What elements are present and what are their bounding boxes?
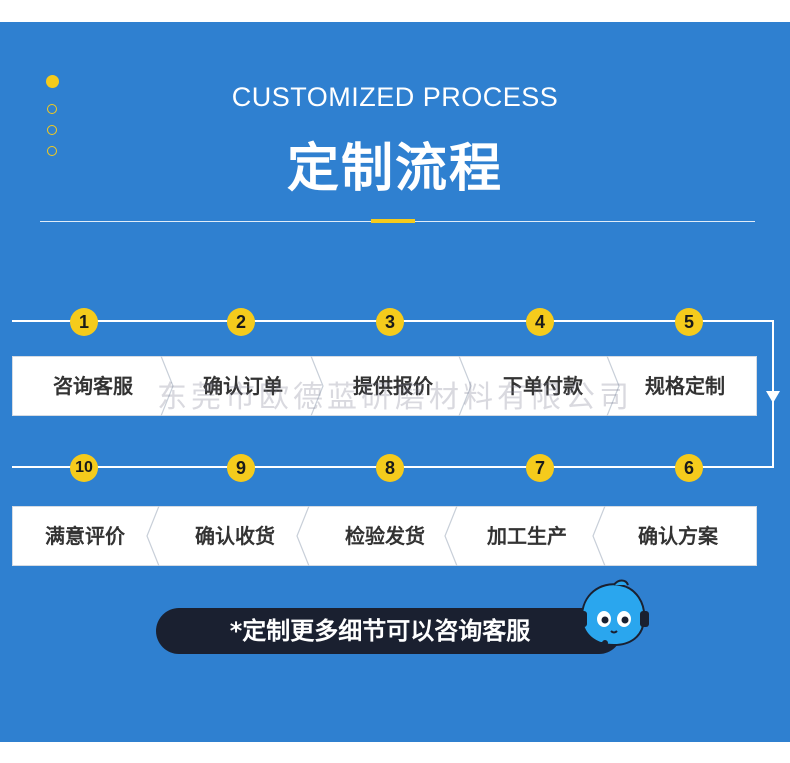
process-panel: CUSTOMIZED PROCESS 定制流程 1 2 3 4 5 咨询客服 确… xyxy=(0,22,790,742)
step-label: 提供报价 xyxy=(353,374,433,398)
dot-outline-icon xyxy=(47,146,57,156)
step-label: 确认收货 xyxy=(195,524,275,548)
step-number-badge: 4 xyxy=(526,308,554,336)
step-number-badge: 2 xyxy=(227,308,255,336)
step-number-badge: 7 xyxy=(526,454,554,482)
english-title: CUSTOMIZED PROCESS xyxy=(231,82,559,112)
consult-banner-text: *定制更多细节可以咨询客服 xyxy=(229,617,531,645)
step-number-badge: 5 xyxy=(675,308,703,336)
step-label: 规格定制 xyxy=(645,374,725,398)
customer-service-mascot-icon[interactable] xyxy=(574,577,654,655)
chevron-right-icon xyxy=(310,356,324,416)
step-label: 满意评价 xyxy=(45,524,125,548)
step-number-badge: 6 xyxy=(675,454,703,482)
row2-box xyxy=(12,506,757,566)
step-label: 确认方案 xyxy=(638,524,718,548)
chevron-right-icon xyxy=(458,356,472,416)
arrow-down-icon xyxy=(766,391,780,403)
step-label: 检验发货 xyxy=(345,524,425,548)
chevron-left-icon xyxy=(296,506,310,566)
step-label: 下单付款 xyxy=(503,374,583,398)
step-number-badge: 8 xyxy=(376,454,404,482)
title-divider-accent xyxy=(371,219,415,223)
step-number-badge: 9 xyxy=(227,454,255,482)
dot-outline-icon xyxy=(47,125,57,135)
dot-outline-icon xyxy=(47,104,57,114)
dot-filled-icon xyxy=(46,75,59,88)
step-number-badge: 3 xyxy=(376,308,404,336)
row1-box xyxy=(12,356,757,416)
consult-banner xyxy=(156,608,622,654)
step-label: 加工生产 xyxy=(487,524,567,548)
chevron-right-icon xyxy=(160,356,174,416)
chevron-left-icon xyxy=(592,506,606,566)
step-number-badge: 1 xyxy=(70,308,98,336)
chevron-left-icon xyxy=(146,506,160,566)
step-number-badge: 10 xyxy=(70,454,98,482)
decorative-dots xyxy=(46,75,61,167)
chevron-left-icon xyxy=(444,506,458,566)
step-label: 咨询客服 xyxy=(53,374,133,398)
step-label: 确认订单 xyxy=(203,374,283,398)
chevron-right-icon xyxy=(606,356,620,416)
page-title: 定制流程 xyxy=(286,139,503,199)
